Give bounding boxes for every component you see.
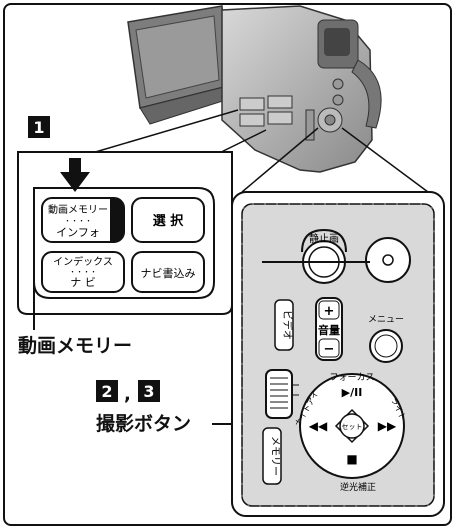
memory-button-callout: 動画メモリー bbox=[18, 335, 132, 357]
navi-write-button[interactable]: ナビ書込み bbox=[131, 251, 205, 293]
control-panel-callout: 静止画 + − 音量 メニュー bbox=[231, 191, 445, 517]
index-navi-label-line2: ナ ビ bbox=[70, 276, 96, 289]
index-navi-label-line1: インデックス bbox=[53, 255, 113, 268]
step-separator: , bbox=[124, 384, 131, 405]
direction-pad[interactable]: フォーカス ▶/II ◀◀ ▶▶ ■ ナイトアイ ライト セット bbox=[293, 372, 407, 479]
button-panel-callout: 動画メモリー ・・・・ インフォ 選 択 インデックス ・・・・ ナ ビ ナビ書… bbox=[17, 151, 233, 330]
snapshot-label: 静止画 bbox=[309, 232, 339, 245]
volume-control[interactable]: + − 音量 bbox=[315, 297, 343, 361]
set-label: セット bbox=[342, 423, 363, 431]
memory-info-label-line2: インフォ bbox=[56, 226, 100, 239]
volume-plus-icon: + bbox=[324, 304, 335, 319]
menu-button[interactable]: メニュー bbox=[368, 315, 404, 363]
focus-label: フォーカス bbox=[329, 372, 374, 383]
index-navi-button[interactable]: インデックス ・・・・ ナ ビ bbox=[41, 251, 125, 293]
volume-minus-icon: − bbox=[324, 342, 335, 357]
step-2-3-marker: 2 , 3 bbox=[96, 380, 160, 405]
select-button[interactable]: 選 択 bbox=[131, 197, 205, 243]
step-3-label: 3 bbox=[143, 382, 154, 401]
record-button-callout: 撮影ボタン bbox=[96, 413, 191, 435]
forward-icon: ▶▶ bbox=[378, 419, 397, 433]
mode-switch[interactable] bbox=[265, 369, 299, 419]
memory-mode-label: メモリー bbox=[269, 436, 280, 476]
step-1-label: 1 bbox=[33, 118, 44, 137]
index-navi-dots: ・・・・ bbox=[69, 268, 97, 276]
memory-info-button[interactable]: 動画メモリー ・・・・ インフォ bbox=[41, 197, 125, 243]
navi-write-label: ナビ書込み bbox=[141, 266, 196, 280]
set-button[interactable] bbox=[339, 413, 365, 439]
volume-label: 音量 bbox=[318, 323, 340, 337]
camcorder-illustration bbox=[91, 5, 429, 193]
memory-info-label-line1: 動画メモリー bbox=[48, 203, 108, 216]
backlight-label: 逆光補正 bbox=[340, 481, 376, 493]
memory-info-dots: ・・・・ bbox=[64, 217, 92, 225]
memory-mode-label-box: メモリー bbox=[262, 427, 282, 485]
play-pause-icon: ▶/II bbox=[342, 386, 363, 399]
menu-label: メニュー bbox=[368, 315, 404, 325]
memory-record-button[interactable] bbox=[365, 237, 411, 283]
step-2-label: 2 bbox=[101, 382, 112, 401]
rewind-icon: ◀◀ bbox=[309, 419, 328, 433]
step-1-marker: 1 bbox=[28, 116, 50, 138]
select-label: 選 択 bbox=[153, 213, 185, 229]
video-mode-label: ビデオ bbox=[281, 310, 294, 340]
press-arrow-icon bbox=[60, 158, 90, 192]
stop-icon: ■ bbox=[346, 452, 357, 466]
video-mode-label-box: ビデオ bbox=[274, 299, 294, 351]
